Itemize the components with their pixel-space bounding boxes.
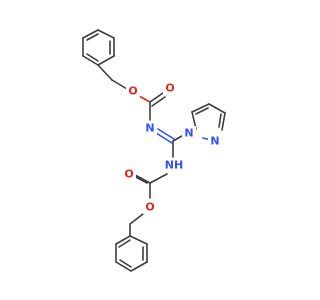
atom-label-o-ester-top: O	[128, 85, 137, 98]
imine-bonds	[155, 128, 175, 144]
atom-label-n-pyrazole-2: N	[210, 135, 219, 148]
chemical-structure-diagram: O O N N N NH O O	[82, 29, 226, 272]
benzene-ring-top	[82, 29, 115, 66]
atom-labels: O O N N N NH O O	[122, 81, 222, 214]
carbamate-top	[138, 92, 166, 121]
amidine-bonds	[172, 135, 183, 158]
atom-label-o-carbonyl-top: O	[165, 82, 174, 95]
benzyl-linker-bottom	[129, 213, 144, 237]
benzyl-linker-top	[97, 64, 128, 90]
atom-label-n-pyrazole-1: N	[184, 127, 193, 140]
atom-label-nh: NH	[165, 159, 183, 172]
atom-label-o-ester-bottom: O	[145, 201, 154, 214]
carbamate-bottom	[131, 173, 168, 199]
benzene-ring-bottom	[115, 235, 148, 272]
atom-label-o-carbonyl-bottom: O	[124, 168, 133, 181]
atom-label-n-imine: N	[145, 122, 154, 135]
